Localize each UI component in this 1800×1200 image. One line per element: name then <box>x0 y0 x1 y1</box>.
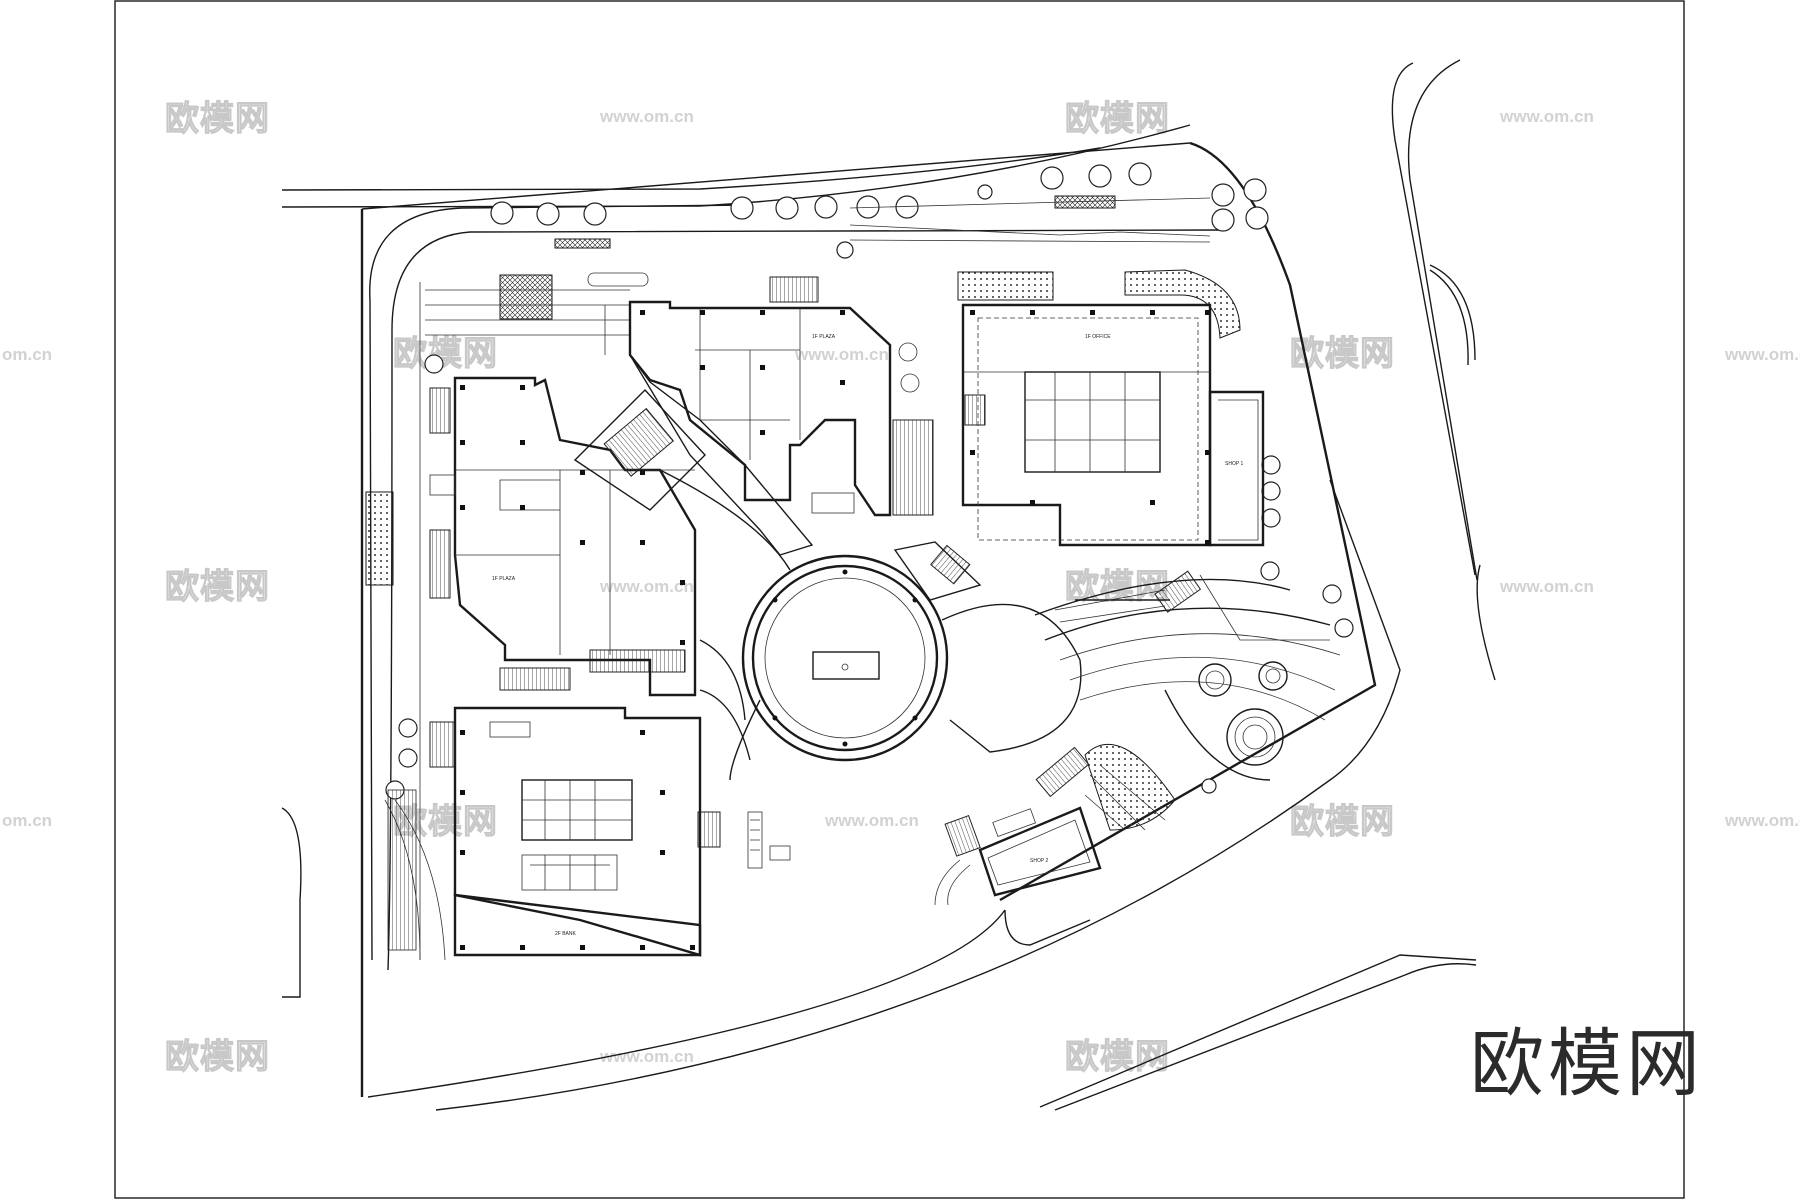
building-b: 1F PLAZA <box>628 276 934 517</box>
drawing-frame <box>114 0 1685 1199</box>
watermark-logo: 欧模网 <box>1065 567 1170 607</box>
building-e-label: SHOP 1 <box>1225 461 1243 467</box>
watermark-logo: 欧模网 <box>165 99 270 139</box>
building-f: SHOP 2 <box>934 806 1102 946</box>
watermark-layer: 欧模网 www.om.cn 欧模网 www.om.cn om.cn 欧模网 ww… <box>2 98 1800 1077</box>
watermark-url: www.om.cn <box>1724 811 1800 830</box>
building-b-label: 1F PLAZA <box>812 334 836 340</box>
amphitheatre <box>1034 570 1341 831</box>
column-grid <box>460 310 1210 950</box>
watermark-url: www.om.cn <box>1499 107 1594 126</box>
watermark-url: www.om.cn <box>1724 345 1800 364</box>
watermark-url: www.om.cn <box>794 345 889 364</box>
watermark-logo: 欧模网 <box>1065 99 1170 139</box>
arcade <box>573 354 814 761</box>
watermark-logo: 欧模网 <box>1290 802 1395 842</box>
watermark-url: om.cn <box>2 345 52 364</box>
building-a-label: 1F PLAZA <box>492 576 516 582</box>
building-c: 2F BANK <box>429 706 791 957</box>
road-layer <box>281 59 1496 1111</box>
circular-atrium <box>729 554 1082 781</box>
watermark-url: om.cn <box>2 811 52 830</box>
brand-logo: 欧模网 <box>1470 1021 1704 1107</box>
watermark-url: www.om.cn <box>1499 577 1594 596</box>
watermark-url: www.om.cn <box>599 577 694 596</box>
building-f-label: SHOP 2 <box>1030 858 1048 864</box>
plaza-ramps <box>747 541 1166 869</box>
watermark-url: www.om.cn <box>599 1047 694 1066</box>
building-a: 1F PLAZA <box>429 376 697 697</box>
building-e: SHOP 1 <box>1208 390 1265 547</box>
tree-row-north <box>490 162 1269 287</box>
watermark-logo: 欧模网 <box>1065 1037 1170 1077</box>
building-d-label: 1F OFFICE <box>1085 334 1111 340</box>
watermark-url: www.om.cn <box>599 107 694 126</box>
building-d: 1F OFFICE <box>957 269 1241 547</box>
west-plaza <box>365 274 630 961</box>
watermark-logo: 欧模网 <box>393 334 498 374</box>
tree-row-east <box>385 241 1354 800</box>
building-c-label: 2F BANK <box>555 931 577 937</box>
watermark-logo: 欧模网 <box>165 567 270 607</box>
watermark-url: www.om.cn <box>824 811 919 830</box>
watermark-logo: 欧模网 <box>165 1037 270 1077</box>
